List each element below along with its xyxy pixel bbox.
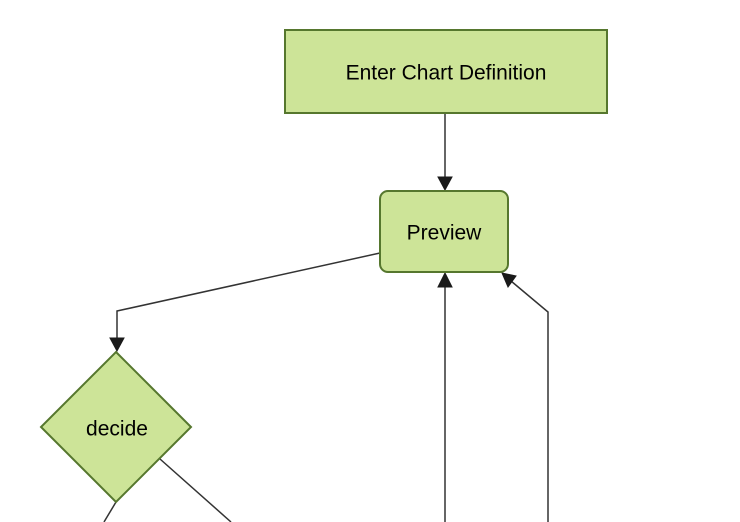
node-decide: decide: [39, 350, 193, 504]
node-enter-chart-definition-shape: [284, 29, 608, 114]
edge-offscreen-to-preview-diagonal: [510, 280, 549, 522]
node-preview-label: Preview: [407, 222, 483, 245]
edge-decide-to-offscreen-left: [103, 501, 117, 522]
edge-decide-to-offscreen-right: [159, 458, 232, 522]
arrowhead-offscreen-to-preview-diagonal: [501, 272, 517, 289]
node-decide-label: decide: [86, 418, 148, 441]
arrowhead-offscreen-to-preview-vertical: [437, 271, 453, 288]
edge-layer: [103, 113, 549, 522]
node-preview-shape: [379, 190, 509, 273]
arrowhead-enter-to-preview: [437, 176, 453, 192]
node-preview: Preview: [379, 190, 509, 273]
node-enter-chart-definition-label: Enter Chart Definition: [346, 62, 547, 85]
node-decide-shape: [39, 350, 193, 504]
node-enter-chart-definition: Enter Chart Definition: [284, 29, 608, 114]
arrowhead-preview-to-decide: [109, 337, 125, 353]
edge-preview-to-decide: [116, 252, 381, 339]
